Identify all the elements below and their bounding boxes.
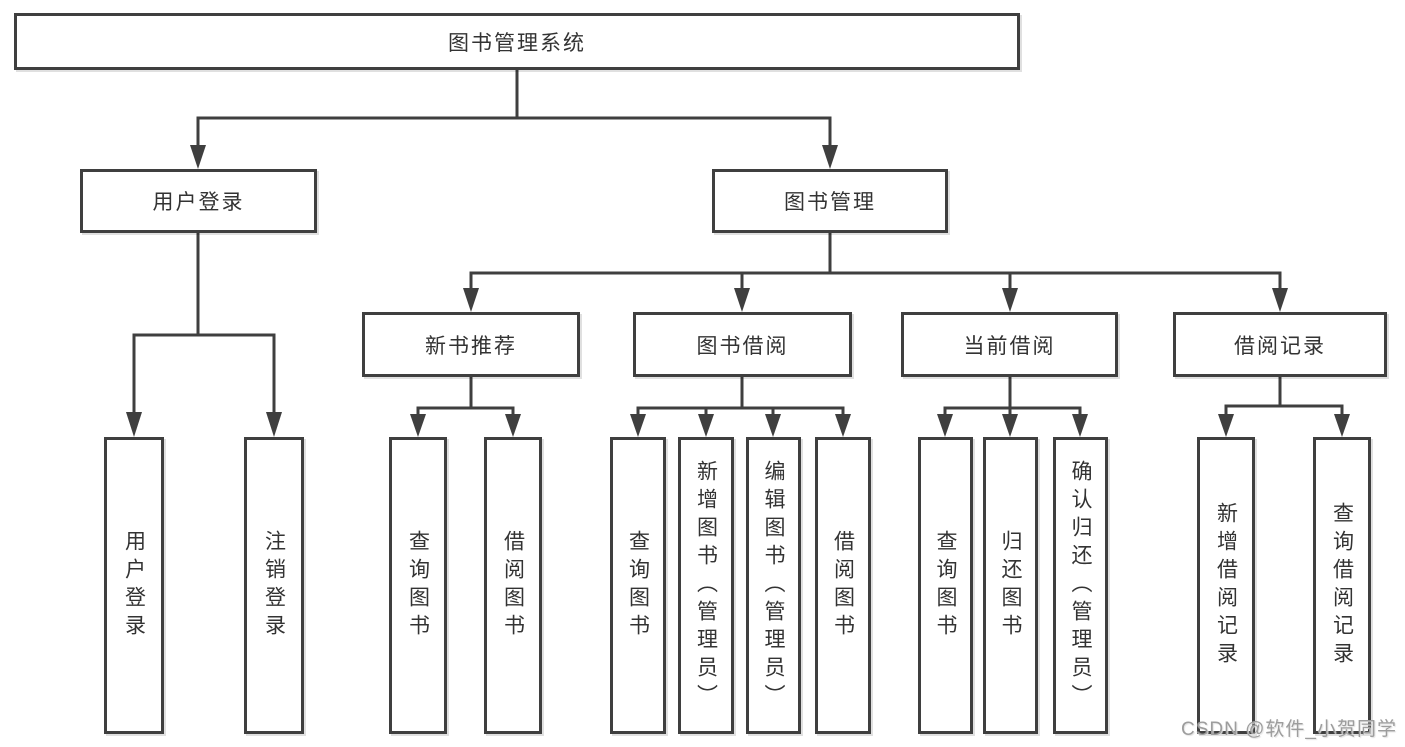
node-current-borrow-label: 当前借阅 bbox=[963, 334, 1056, 358]
root-branch-connector bbox=[190, 70, 838, 169]
node-current-borrow: 当前借阅 bbox=[901, 312, 1118, 377]
leaf-query-books-newrec-label: 查询图书 bbox=[406, 529, 430, 642]
leaf-return-books: 归还图书 bbox=[983, 437, 1038, 734]
node-new-book-rec: 新书推荐 bbox=[362, 312, 580, 377]
node-user-login-label: 用户登录 bbox=[152, 191, 245, 214]
leaf-borrow-books-label: 借阅图书 bbox=[831, 529, 855, 642]
user-login-branch-connector bbox=[126, 233, 282, 437]
leaf-query-borrow-record: 查询借阅记录 bbox=[1313, 437, 1371, 734]
leaf-add-books-admin-label: 新增图书（管理员） bbox=[694, 459, 718, 712]
leaf-edit-books-admin: 编辑图书（管理员） bbox=[746, 437, 801, 734]
leaf-return-books-label: 归还图书 bbox=[999, 529, 1022, 642]
borrow-records-branch-connector bbox=[1218, 377, 1350, 437]
csdn-watermark: CSDN @软件_小贺同学 bbox=[1181, 719, 1397, 740]
book-mgmt-branch-connector bbox=[463, 233, 1288, 312]
leaf-logout-label: 注销登录 bbox=[262, 529, 286, 642]
new-book-branch-connector bbox=[410, 377, 521, 437]
leaf-confirm-return-admin-label: 确认归还（管理员） bbox=[1069, 459, 1092, 712]
leaf-query-books-borrow: 查询图书 bbox=[610, 437, 666, 734]
leaf-borrow-books-newrec: 借阅图书 bbox=[484, 437, 542, 734]
node-root: 图书管理系统 bbox=[14, 13, 1020, 70]
leaf-query-borrow-record-label: 查询借阅记录 bbox=[1330, 501, 1354, 670]
node-borrow-records: 借阅记录 bbox=[1173, 312, 1387, 377]
node-root-label: 图书管理系统 bbox=[448, 31, 586, 55]
current-borrow-branch-connector bbox=[937, 377, 1088, 437]
node-book-borrow: 图书借阅 bbox=[633, 312, 852, 377]
leaf-logout: 注销登录 bbox=[244, 437, 304, 734]
node-user-login: 用户登录 bbox=[80, 169, 317, 233]
leaf-add-borrow-record-label: 新增借阅记录 bbox=[1214, 501, 1238, 670]
leaf-query-books-newrec: 查询图书 bbox=[389, 437, 447, 734]
leaf-edit-books-admin-label: 编辑图书（管理员） bbox=[762, 459, 785, 712]
leaf-user-login-label: 用户登录 bbox=[122, 529, 146, 642]
leaf-borrow-books-newrec-label: 借阅图书 bbox=[501, 529, 525, 642]
leaf-borrow-books: 借阅图书 bbox=[815, 437, 871, 734]
book-borrow-branch-connector bbox=[630, 377, 851, 437]
node-book-mgmt: 图书管理 bbox=[712, 169, 948, 233]
leaf-confirm-return-admin: 确认归还（管理员） bbox=[1053, 437, 1108, 734]
node-book-borrow-label: 图书借阅 bbox=[696, 334, 789, 358]
leaf-user-login: 用户登录 bbox=[104, 437, 164, 734]
leaf-query-books-current-label: 查询图书 bbox=[934, 529, 957, 642]
node-book-mgmt-label: 图书管理 bbox=[784, 191, 876, 214]
leaf-add-borrow-record: 新增借阅记录 bbox=[1197, 437, 1255, 734]
leaf-query-books-current: 查询图书 bbox=[918, 437, 973, 734]
leaf-query-books-borrow-label: 查询图书 bbox=[626, 529, 650, 642]
leaf-add-books-admin: 新增图书（管理员） bbox=[678, 437, 734, 734]
node-new-book-rec-label: 新书推荐 bbox=[425, 334, 517, 358]
node-borrow-records-label: 借阅记录 bbox=[1234, 334, 1326, 358]
